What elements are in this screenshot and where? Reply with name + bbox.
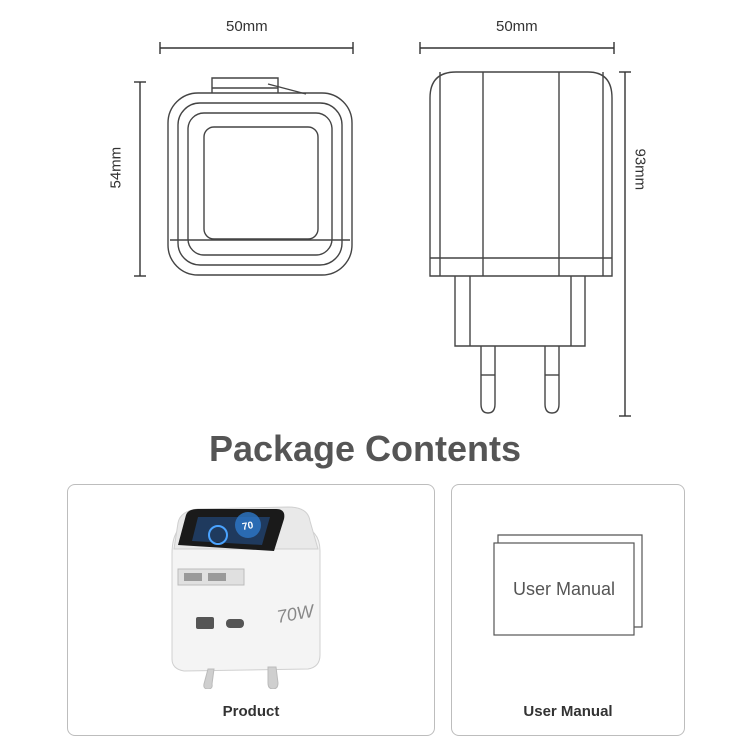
user-manual-label: User Manual [523,703,613,720]
front-height-dimension-line [134,81,146,277]
user-manual-card: User Manual User Manual [451,484,685,736]
front-height-label: 54mm [107,146,125,189]
side-height-dimension-line [619,71,631,417]
front-charger-outline [167,77,353,276]
user-manual-cover-text: User Manual [512,579,616,599]
product-card: 70 70W Product [67,484,435,736]
front-view-drawing [134,42,354,277]
side-width-label: 50mm [496,18,538,35]
side-height-label: 93mm [631,148,649,191]
display-value: 70 [241,520,254,533]
side-charger-outline [429,71,613,414]
package-contents-title: Package Contents [208,428,522,469]
side-width-dimension-line [419,42,615,54]
user-manual-illustration [493,534,643,636]
front-width-label: 50mm [226,18,268,35]
product-label: Product [222,703,280,720]
side-view-drawing [419,42,631,417]
product-image: 70 70W [171,506,321,689]
front-width-dimension-line [159,42,354,54]
